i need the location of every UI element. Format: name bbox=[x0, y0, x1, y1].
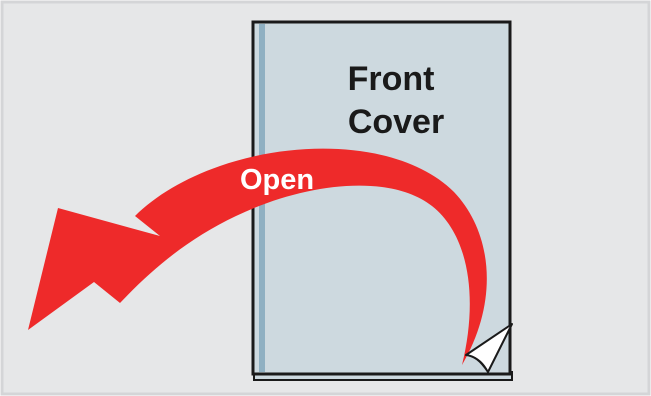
cover-title-line2: Cover bbox=[348, 103, 444, 141]
curved-arrow-icon bbox=[28, 148, 487, 365]
page-curl-icon bbox=[465, 323, 513, 373]
arrow-label: Open bbox=[240, 164, 314, 196]
cover-title-line1: Front bbox=[348, 60, 435, 98]
front-cover bbox=[251, 20, 512, 376]
